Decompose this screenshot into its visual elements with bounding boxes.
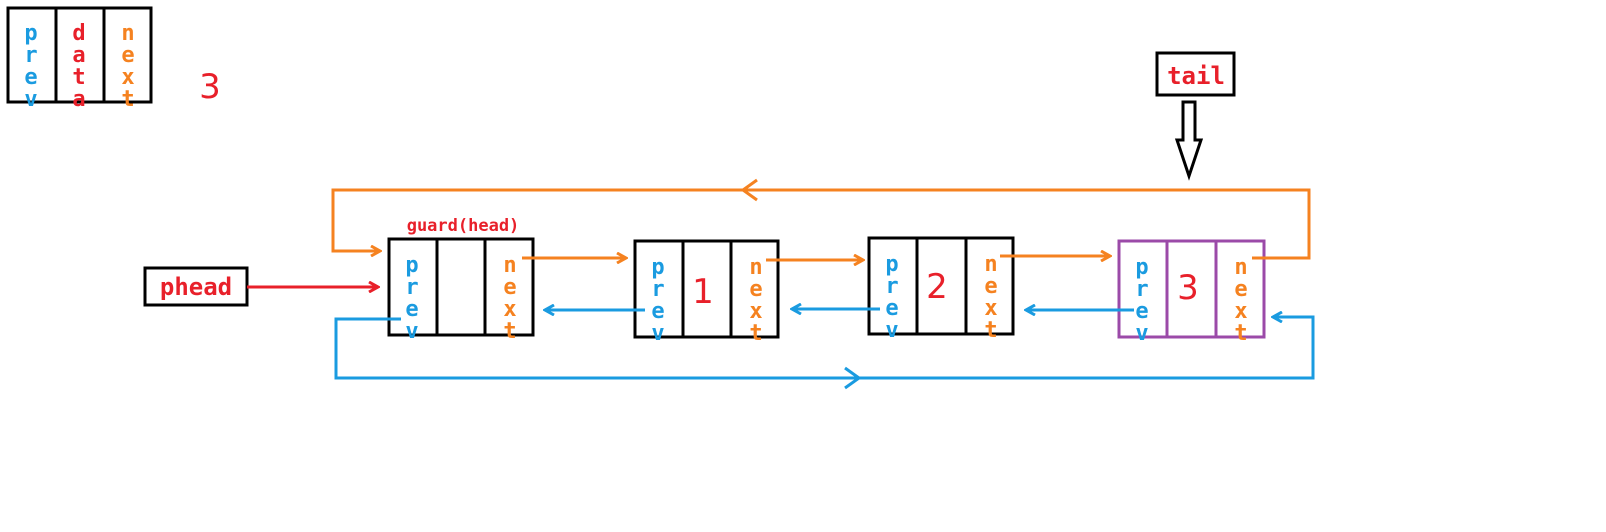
node-data-value: 1	[692, 272, 714, 312]
phead-label: phead	[160, 273, 232, 301]
top-line-chevron	[740, 178, 758, 202]
prev-arrows	[334, 309, 1315, 390]
bottom-line-chevron	[844, 366, 862, 390]
tail-down-arrow	[1174, 100, 1204, 181]
legend-count: 3	[199, 67, 221, 107]
tail-pointer: tail	[1155, 51, 1236, 181]
guard-label: guard(head)	[407, 216, 520, 236]
next-arrows	[331, 178, 1311, 260]
next-arrow-tail-to-guard	[331, 188, 1311, 260]
node-data-value: 2	[926, 267, 948, 307]
tail-label: tail	[1167, 62, 1225, 90]
phead-pointer: phead	[143, 266, 377, 307]
prev-arrow-guard-to-tail	[334, 317, 1315, 380]
node-data-value: 3	[1177, 268, 1199, 308]
